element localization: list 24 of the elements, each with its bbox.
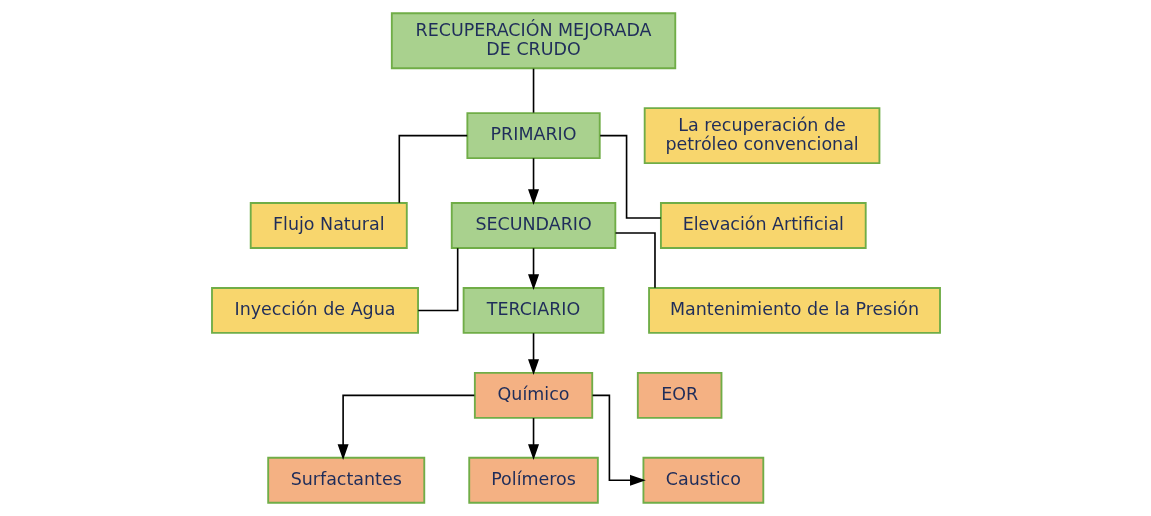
arrow xyxy=(527,332,539,375)
node-box: Flujo Natural xyxy=(249,202,408,249)
arrow xyxy=(337,394,475,460)
node-box: Polímeros xyxy=(467,456,599,504)
node-box: RECUPERACIÓN MEJORADA DE CRUDO xyxy=(390,12,676,70)
node-box: Surfactantes xyxy=(266,456,425,504)
node-box: PRIMARIO xyxy=(465,112,601,160)
node-box: TERCIARIO xyxy=(462,287,604,334)
node-box: Químico xyxy=(473,371,593,419)
arrow xyxy=(527,247,539,291)
connector xyxy=(398,134,468,204)
connector xyxy=(417,247,458,312)
node-box: Inyección de Agua xyxy=(210,287,419,334)
connector xyxy=(614,232,656,289)
node-box: La recuperación de petróleo convencional xyxy=(643,107,880,165)
node-box: Elevación Artificial xyxy=(659,202,867,249)
node-box: Mantenimiento de la Presión xyxy=(647,287,941,334)
node-box: EOR xyxy=(636,371,722,419)
node-box: Caustico xyxy=(642,456,764,504)
node-box: SECUNDARIO xyxy=(450,202,616,249)
connector xyxy=(532,67,534,114)
connector xyxy=(598,134,662,219)
arrow xyxy=(527,157,539,205)
arrow xyxy=(527,417,539,460)
